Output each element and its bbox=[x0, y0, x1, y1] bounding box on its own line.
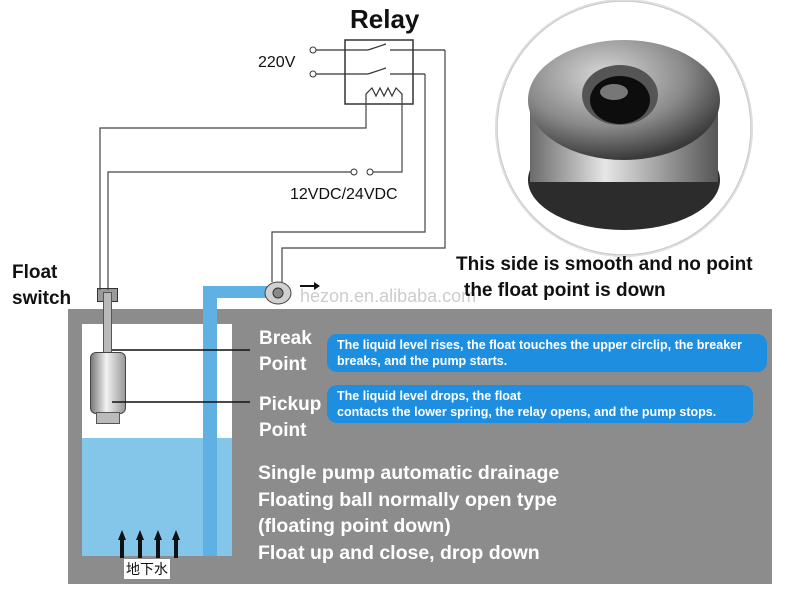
float-switch-label: Float switch bbox=[12, 260, 102, 312]
float-photo bbox=[496, 0, 752, 256]
break-point-description: The liquid level rises, the float touche… bbox=[327, 334, 767, 372]
groundwater-label: 地下水 bbox=[124, 559, 170, 579]
summary-line2: Floating ball normally open type bbox=[258, 488, 558, 511]
dc-voltage-label: 12VDC/24VDC bbox=[290, 186, 398, 203]
summary-line4: Float up and close, drop down bbox=[258, 541, 540, 564]
terminal-icon bbox=[309, 46, 317, 54]
pickup-point-label-line1: Pickup bbox=[259, 394, 322, 415]
float-closeup-image bbox=[496, 0, 752, 256]
float-switch-label-line1: Float bbox=[12, 262, 58, 283]
pickup-point-label-line2: Point bbox=[259, 420, 307, 441]
arrow-up-icon bbox=[172, 530, 180, 540]
break-point-label: Break Point bbox=[259, 326, 312, 378]
terminal-icon bbox=[309, 70, 317, 78]
break-point-label-line2: Point bbox=[259, 354, 307, 375]
photo-caption-line2: the float point is down bbox=[464, 280, 666, 301]
float-ball-bottom bbox=[96, 412, 120, 424]
summary-line3: (floating point down) bbox=[258, 515, 451, 537]
summary-line1: Single pump automatic drainage bbox=[258, 462, 560, 484]
break-point-desc-line1: The liquid level rises, the float touche… bbox=[337, 338, 742, 352]
arrow-up-icon bbox=[118, 530, 126, 540]
relay-coil-icon bbox=[365, 86, 403, 100]
ac-voltage-label: 220V bbox=[258, 54, 296, 71]
photo-caption-line1: This side is smooth and no point bbox=[456, 254, 753, 275]
break-point-label-line1: Break bbox=[259, 328, 312, 349]
arrow-up-icon bbox=[136, 530, 144, 540]
arrow-up-icon bbox=[154, 530, 162, 540]
photo-caption: This side is smooth and no point the flo… bbox=[456, 252, 753, 304]
summary-text: Single pump automatic drainage Floating … bbox=[258, 460, 559, 566]
watermark: hezon.en.alibaba.com bbox=[300, 286, 477, 306]
pickup-point-desc-line2: contacts the lower spring, the relay ope… bbox=[337, 405, 717, 419]
break-point-desc-line2: breaks, and the pump starts. bbox=[337, 354, 508, 368]
pickup-point-description: The liquid level drops, the float contac… bbox=[327, 385, 753, 423]
pickup-point-label: Pickup Point bbox=[259, 392, 321, 444]
drain-pipe-top bbox=[203, 286, 275, 298]
pickup-point-desc-line1: The liquid level drops, the float bbox=[337, 389, 522, 403]
drain-pipe bbox=[203, 286, 217, 556]
float-switch-label-line2: switch bbox=[12, 288, 72, 309]
relay-box bbox=[344, 39, 414, 105]
relay-title: Relay bbox=[350, 4, 420, 34]
groundwater-arrows bbox=[118, 530, 180, 558]
